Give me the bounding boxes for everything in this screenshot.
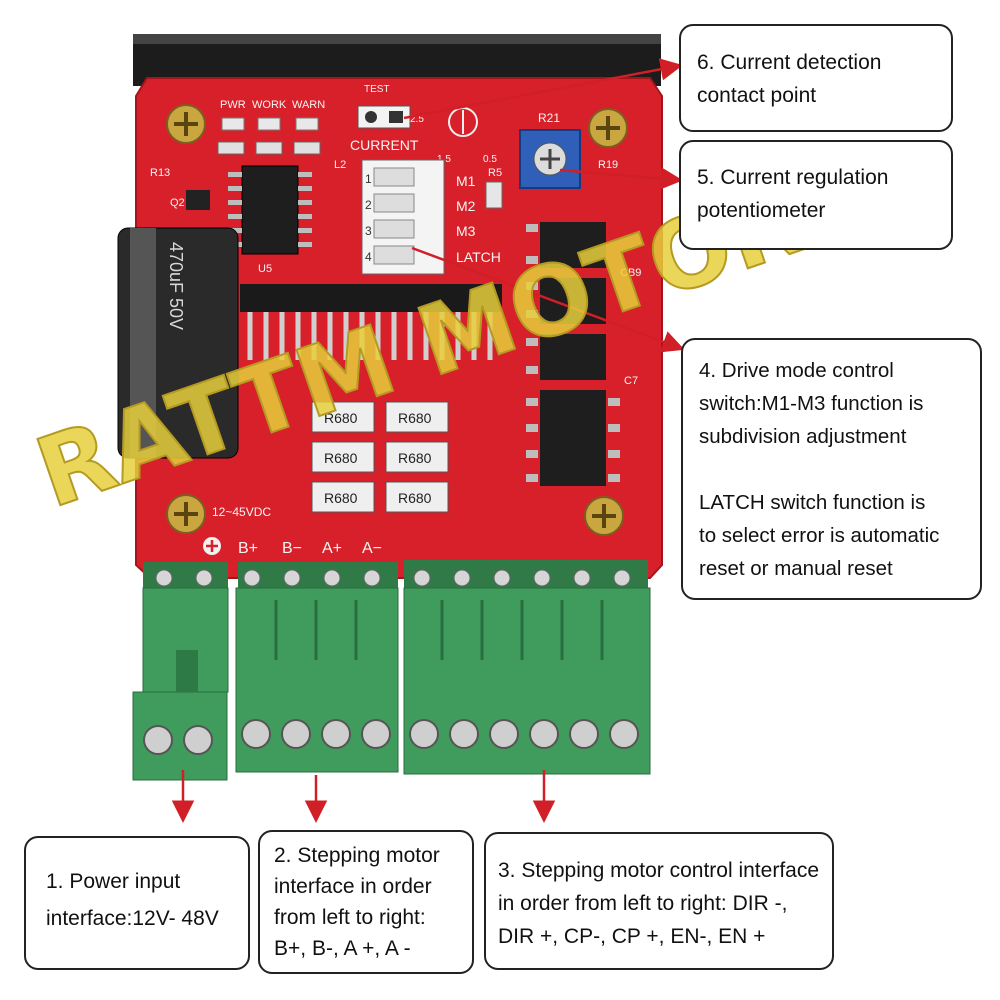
resistor-value: R680 xyxy=(398,490,432,506)
callout-line: LATCH switch function is xyxy=(699,491,926,514)
dip-number-2: 2 xyxy=(365,198,372,212)
callout-line: switch:M1-M3 function is xyxy=(699,392,924,415)
voltage-label: 12~45VDC xyxy=(212,505,271,519)
current-scale-high: 2.5 xyxy=(410,114,424,125)
callout-line: to select error is automatic xyxy=(699,524,940,547)
mounting-screw-icon xyxy=(166,494,206,534)
mounting-screw-icon xyxy=(166,104,206,144)
led-label-warn: WARN xyxy=(292,99,325,111)
arrow-dip-switch xyxy=(411,246,685,353)
resistor-value: R680 xyxy=(398,450,432,466)
dip-number-1: 1 xyxy=(365,172,372,186)
callout-drive-mode: 4. Drive mode control switch:M1-M3 funct… xyxy=(681,338,982,600)
resistor-value: R680 xyxy=(324,410,358,426)
current-label: CURRENT xyxy=(350,137,419,153)
led-label-pwr: PWR xyxy=(220,99,246,111)
callout-motor-interface: 2. Stepping motor interface in order fro… xyxy=(258,830,474,974)
dip-label-latch: LATCH xyxy=(456,249,501,265)
callout-line: 4. Drive mode control xyxy=(699,359,894,382)
callout-line: 6. Current detection xyxy=(697,51,882,74)
motor-terminal-block xyxy=(235,587,399,773)
svg-text:TEST: TEST xyxy=(364,84,390,95)
callout-line: 3. Stepping motor control interface xyxy=(498,859,820,882)
ref-c7: C7 xyxy=(624,375,638,387)
dip-label-m1: M1 xyxy=(456,173,476,189)
ref-r5: R5 xyxy=(488,167,502,179)
callout-line: 1. Power input xyxy=(46,870,181,893)
resistor-value: R680 xyxy=(324,490,358,506)
control-terminal-block xyxy=(403,587,651,775)
electrolytic-capacitor: 470uF 50V xyxy=(117,227,239,459)
dip-number-3: 3 xyxy=(365,224,372,238)
callout-line: DIR +, CP-, CP +, EN-, EN + xyxy=(498,925,766,948)
driver-chip xyxy=(240,284,502,312)
capacitor-label: 470uF 50V xyxy=(166,242,186,330)
callout-line: reset or manual reset xyxy=(699,557,893,580)
callout-line: in order from left to right: DIR -, xyxy=(498,892,788,915)
callout-line: contact point xyxy=(697,84,817,107)
terminal-label-a-minus: A− xyxy=(362,540,382,557)
callout-power-input: 1. Power input interface:12V- 48V xyxy=(24,836,250,970)
ref-l2: L2 xyxy=(334,159,346,171)
dip-label-m2: M2 xyxy=(456,198,476,214)
ref-u5: U5 xyxy=(258,263,272,275)
callout-control-interface: 3. Stepping motor control interface in o… xyxy=(484,832,834,970)
led-warn xyxy=(295,117,319,131)
resistor-value: R680 xyxy=(398,410,432,426)
led-label-work: WORK xyxy=(252,99,287,111)
callout-line: interface:12V- 48V xyxy=(46,907,219,930)
sense-resistor xyxy=(311,401,449,513)
arrow-current-detection xyxy=(403,58,683,120)
ref-q2: Q2 xyxy=(170,197,185,209)
ref-r19: R19 xyxy=(598,159,618,171)
terminal-label-a-plus: A+ xyxy=(322,540,342,557)
led-work xyxy=(257,117,281,131)
dip-number-4: 4 xyxy=(365,250,372,264)
terminal-label-b-minus: B− xyxy=(282,540,302,557)
callout-line: subdivision adjustment xyxy=(699,425,907,448)
ref-cb9: CB9 xyxy=(620,267,641,279)
callout-line: potentiometer xyxy=(697,199,826,222)
resistor-value: R680 xyxy=(324,450,358,466)
dip-label-m3: M3 xyxy=(456,223,476,239)
callout-line: 5. Current regulation xyxy=(697,166,889,189)
callout-line: interface in order xyxy=(274,875,432,898)
mounting-screw-icon xyxy=(588,108,628,148)
led-pwr xyxy=(221,117,245,131)
callout-line: B+, B-, A +, A - xyxy=(274,937,411,960)
ref-r21: R21 xyxy=(538,111,560,125)
current-scale-low: 0.5 xyxy=(483,154,497,165)
arrow-potentiometer xyxy=(559,167,683,190)
callout-line: 2. Stepping motor xyxy=(274,844,440,867)
callout-current-regulation: 5. Current regulation potentiometer xyxy=(679,140,953,250)
callout-line: from left to right: xyxy=(274,906,426,929)
power-terminal-block xyxy=(132,587,229,781)
ic-u5 xyxy=(241,165,299,255)
mounting-screw-icon xyxy=(584,496,624,536)
callout-current-detection: 6. Current detection contact point xyxy=(679,24,953,132)
terminal-label-b-plus: B+ xyxy=(238,540,258,557)
ref-r13: R13 xyxy=(150,167,170,179)
